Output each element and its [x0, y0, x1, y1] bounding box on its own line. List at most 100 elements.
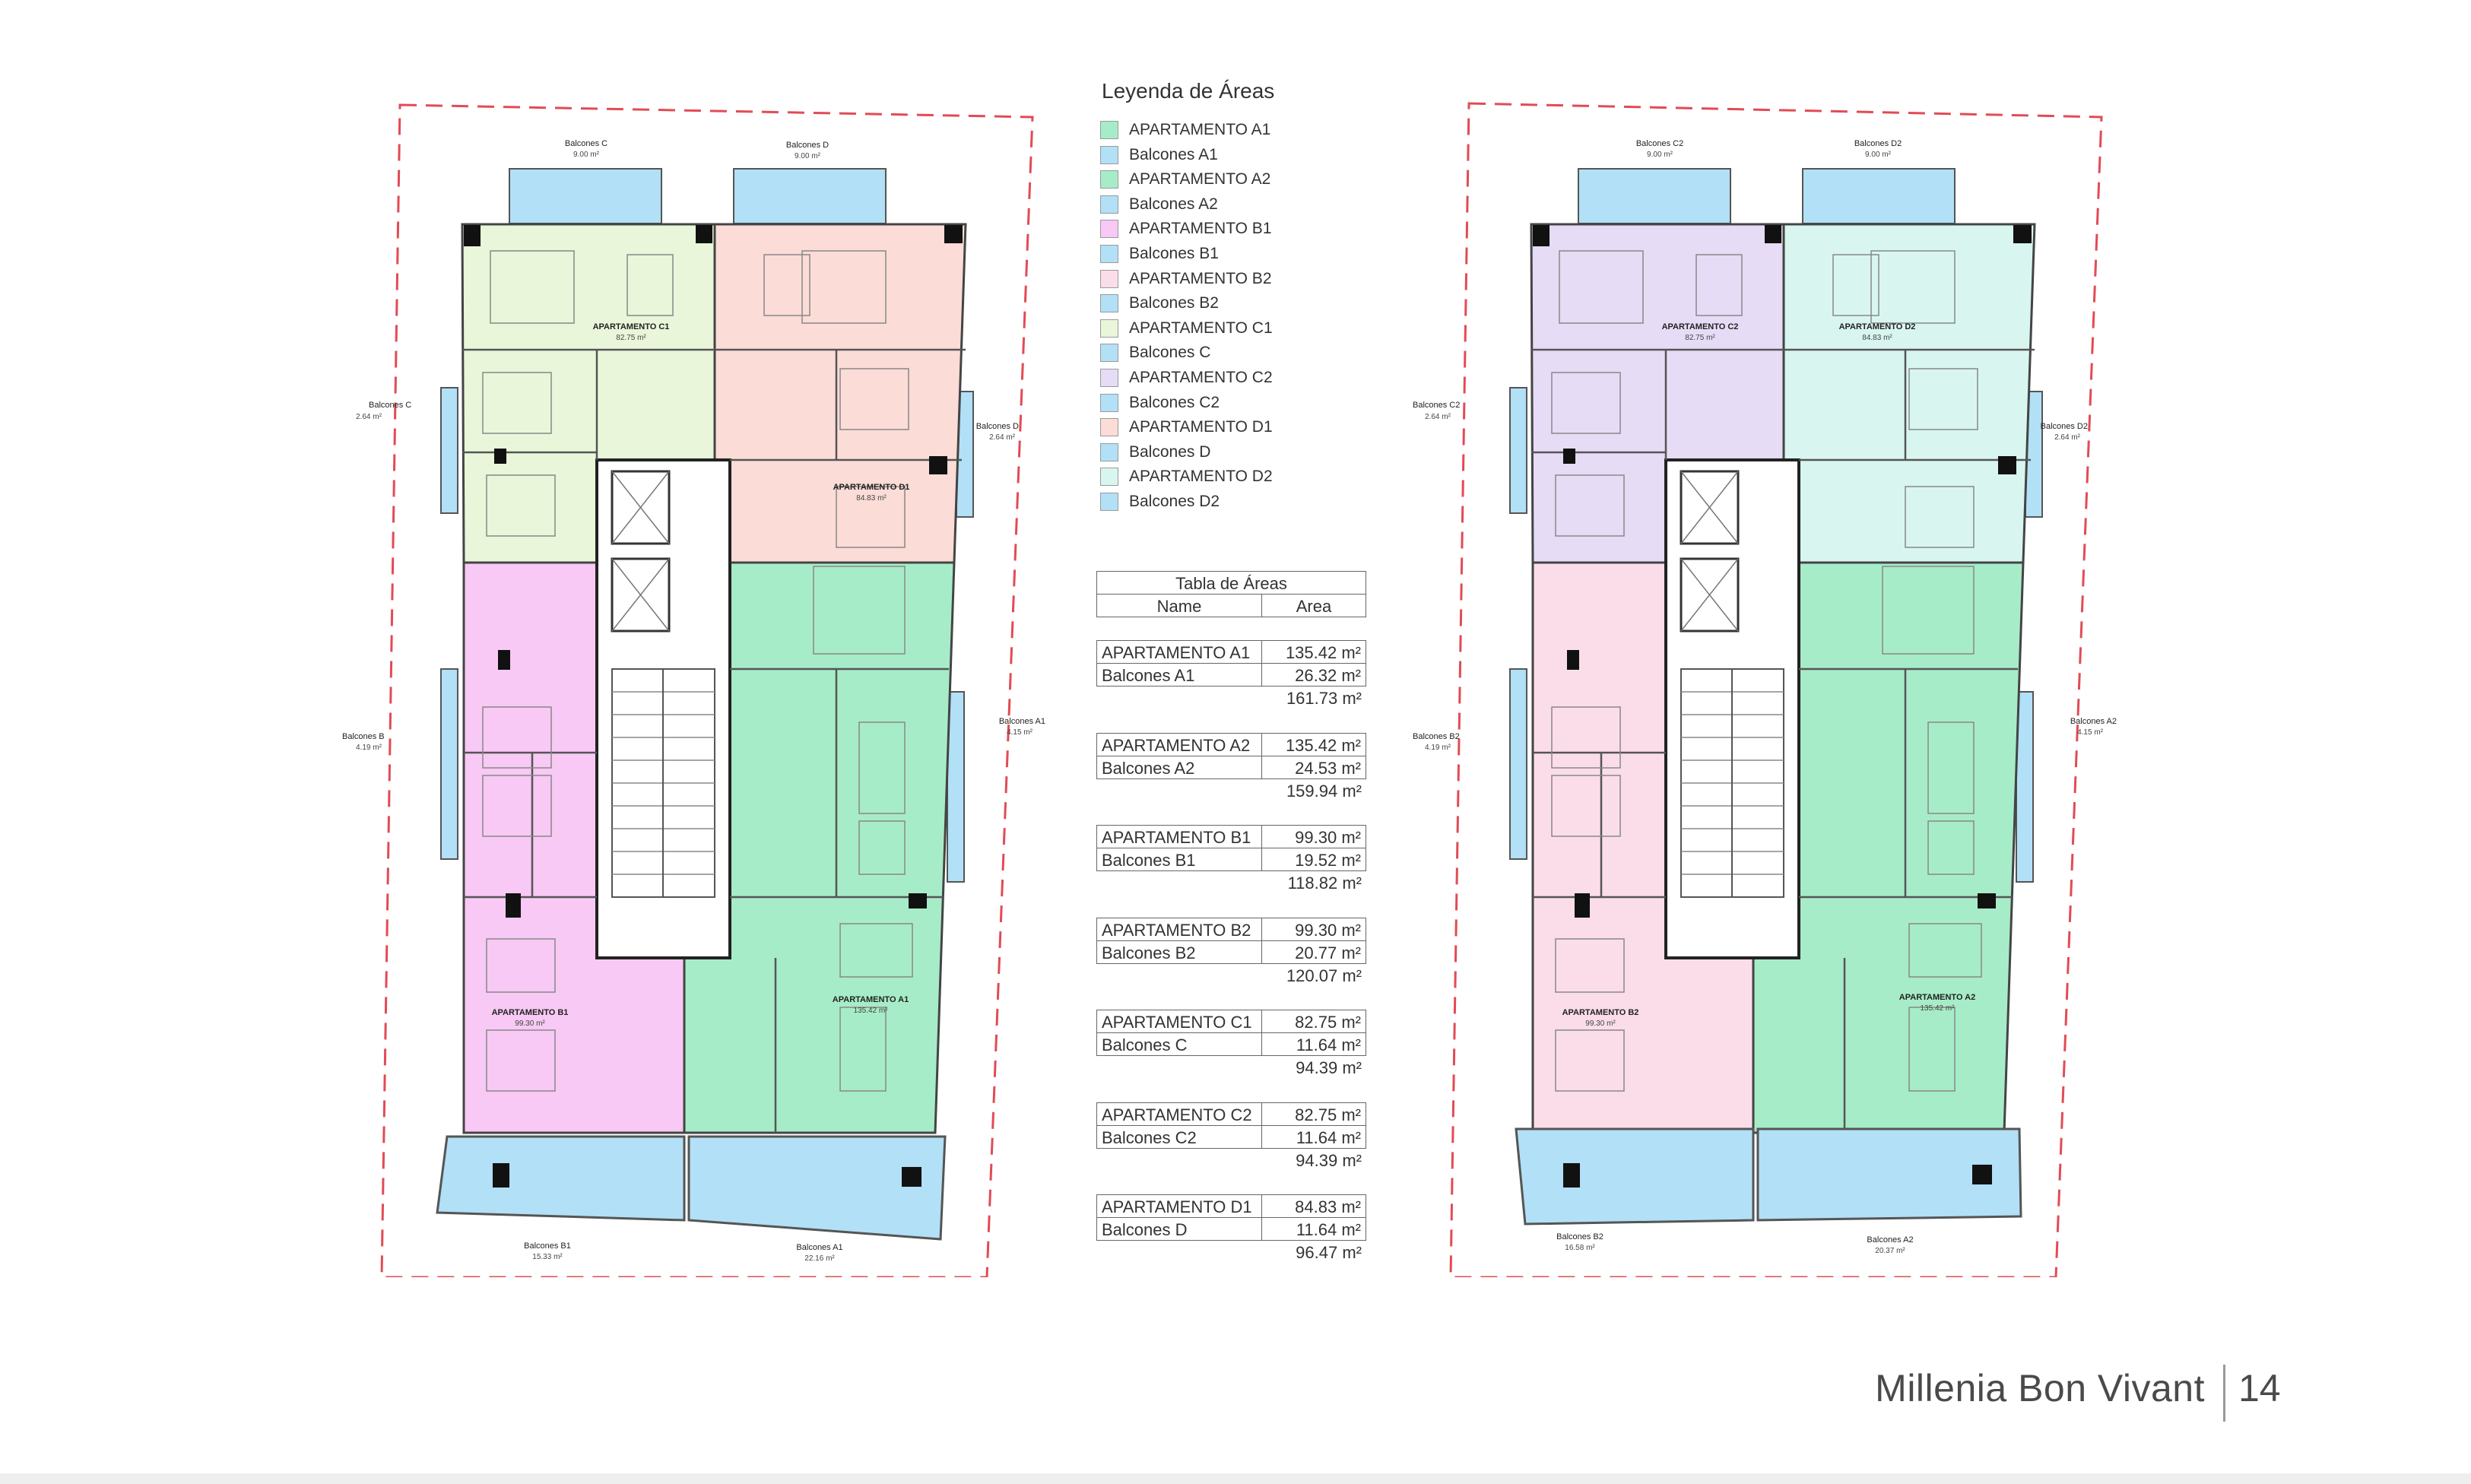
legend-label: APARTAMENTO B2 [1129, 269, 1272, 287]
table-title: Tabla de Áreas [1096, 571, 1366, 595]
label-apt-c-name: APARTAMENTO C2 [1662, 322, 1739, 331]
legend-item: Balcones B1 [1100, 243, 1219, 265]
legend-swatch [1100, 145, 1118, 164]
legend-item: Balcones C [1100, 341, 1210, 364]
structural-columns [1533, 225, 2032, 918]
legend-swatch [1100, 220, 1118, 239]
property-boundary [380, 103, 1034, 1277]
floor-plan-1: Balcones C 9.00 m² Balcones D 9.00 m² Ba… [342, 103, 1045, 1277]
elevator-2 [1680, 557, 1740, 633]
footer-divider [2223, 1365, 2225, 1422]
bottom-band [0, 1473, 2471, 1484]
label-apt-d-area: 84.83 m² [856, 494, 887, 503]
legend-label: Balcones A1 [1129, 145, 1218, 163]
legend-item: APARTAMENTO D1 [1100, 416, 1273, 439]
label-apt-b-area: 99.30 m² [515, 1019, 545, 1028]
table-apartment-area: 99.30 m² [1261, 917, 1366, 941]
balcony-c-top [1578, 168, 1731, 224]
label-apt-a-area: 135.42 m² [1920, 1004, 1955, 1013]
legend-swatch [1100, 418, 1118, 437]
table-apartment-name: APARTAMENTO C1 [1096, 1010, 1262, 1033]
table-apartment-area: 84.83 m² [1261, 1194, 1366, 1218]
table-balcony-area: 11.64 m² [1261, 1124, 1366, 1149]
label-apt-b-area: 99.30 m² [1585, 1019, 1616, 1028]
legend-label: Balcones C2 [1129, 393, 1220, 411]
legend-item: APARTAMENTO A1 [1100, 119, 1270, 141]
legend-label: Balcones B1 [1129, 245, 1219, 262]
legend-item: Balcones A1 [1100, 144, 1218, 166]
legend-label: Balcones B2 [1129, 294, 1219, 312]
table-total-area: 94.39 m² [1296, 1150, 1362, 1170]
table-apartment-area: 135.42 m² [1261, 732, 1366, 756]
label-balc-b-side-area: 4.19 m² [1425, 744, 1451, 752]
table-total-area: 94.39 m² [1296, 1058, 1362, 1077]
label-balc-a-side-area: 4.15 m² [1007, 728, 1033, 737]
legend-title: Leyenda de Áreas [1102, 79, 1275, 103]
label-balc-d-top-area: 9.00 m² [1865, 151, 1892, 159]
label-balc-a-side-name: Balcones A1 [999, 717, 1045, 726]
table-balcony-name: Balcones B1 [1096, 848, 1262, 871]
label-balc-a-side-area: 4.15 m² [2077, 728, 2104, 737]
label-apt-b-name: APARTAMENTO B2 [1562, 1008, 1639, 1017]
balcony-d-top [733, 168, 887, 224]
balcony-b-bottom [436, 1135, 686, 1222]
legend-label: APARTAMENTO B1 [1129, 220, 1272, 238]
label-apt-c-area: 82.75 m² [616, 334, 646, 342]
legend-swatch [1100, 344, 1118, 363]
legend-label: Balcones D [1129, 442, 1211, 461]
property-boundary [1449, 102, 2103, 1277]
label-balc-a-bottom-area: 22.16 m² [804, 1254, 835, 1263]
label-balc-c-top-area: 9.00 m² [573, 151, 600, 159]
legend-label: APARTAMENTO D1 [1129, 418, 1273, 436]
elevator-1 [611, 470, 671, 545]
table-total-area: 96.47 m² [1296, 1243, 1362, 1262]
label-balc-b-bottom-area: 16.58 m² [1565, 1244, 1595, 1252]
legend-item: APARTAMENTO A2 [1100, 168, 1270, 191]
table-balcony-area: 26.32 m² [1261, 663, 1366, 687]
legend-swatch [1100, 393, 1118, 412]
legend-swatch [1100, 369, 1118, 387]
legend-item: Balcones D2 [1100, 490, 1220, 513]
table-balcony-area: 19.52 m² [1261, 848, 1366, 871]
balcony-c-side [440, 387, 458, 514]
table-total-area: 159.94 m² [1286, 781, 1362, 801]
table-apartment-name: APARTAMENTO D1 [1096, 1194, 1262, 1218]
floor-plan-2: Balcones C2 9.00 m² Balcones D2 9.00 m² … [1413, 102, 2117, 1277]
legend-item: Balcones D [1100, 441, 1210, 464]
balcony-b-side [1509, 668, 1527, 860]
table-balcony-name: Balcones C2 [1096, 1124, 1262, 1149]
furniture [482, 250, 913, 1092]
label-balc-c-side-area: 2.64 m² [1425, 413, 1451, 421]
table-apartment-area: 135.42 m² [1261, 640, 1366, 664]
label-balc-d-side-area: 2.64 m² [989, 433, 1016, 442]
legend-label: Balcones D2 [1129, 493, 1220, 510]
legend-swatch [1100, 269, 1118, 288]
label-balc-a-bottom-name: Balcones A1 [796, 1243, 842, 1252]
legend-item: APARTAMENTO C1 [1100, 317, 1273, 340]
table-total-area: 118.82 m² [1287, 874, 1362, 893]
table-balcony-name: Balcones B2 [1096, 940, 1262, 964]
table-balcony-name: Balcones C [1096, 1032, 1262, 1056]
table-balcony-area: 11.64 m² [1261, 1217, 1366, 1241]
label-balc-c-top-name: Balcones C2 [1636, 139, 1683, 148]
table-apartment-name: APARTAMENTO C2 [1096, 1102, 1262, 1126]
balcony-c-side [1509, 387, 1527, 514]
legend-label: APARTAMENTO C2 [1129, 369, 1273, 386]
interior-walls [1531, 348, 2035, 1133]
legend-item: Balcones C2 [1100, 392, 1220, 414]
label-balc-a-side-name: Balcones A2 [2070, 717, 2117, 726]
table-apartment-name: APARTAMENTO A1 [1096, 640, 1262, 664]
table-apartment-area: 99.30 m² [1261, 825, 1366, 848]
legend-item: Balcones A2 [1100, 193, 1218, 216]
label-balc-c-side-name: Balcones C [369, 401, 411, 410]
interior-walls [462, 348, 966, 1133]
table-apartment-name: APARTAMENTO A2 [1096, 732, 1262, 756]
balcony-c-top [509, 168, 662, 224]
legend-label: APARTAMENTO D2 [1129, 468, 1273, 486]
legend-item: APARTAMENTO C2 [1100, 366, 1273, 389]
label-balc-a-bottom-name: Balcones A2 [1867, 1235, 1913, 1245]
label-balc-d-top-area: 9.00 m² [795, 152, 821, 160]
legend-swatch [1100, 170, 1118, 189]
elevator-1 [1680, 470, 1740, 545]
